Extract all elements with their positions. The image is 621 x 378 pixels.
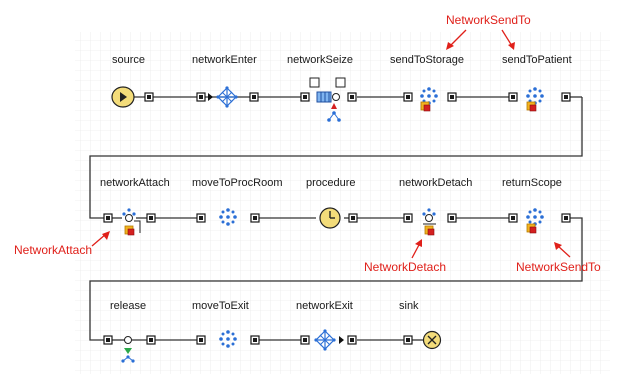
node-networkSeize[interactable]: networkSeize bbox=[287, 54, 357, 122]
annotation-label: NetworkAttach bbox=[14, 243, 92, 257]
node-moveToExit-label: moveToExit bbox=[192, 300, 249, 312]
queue-box-icon bbox=[335, 77, 346, 88]
node-networkExit[interactable]: networkExit bbox=[296, 300, 357, 352]
sink-icon bbox=[422, 330, 442, 350]
node-networkAttach[interactable]: networkAttach bbox=[100, 177, 170, 236]
queue-box-icon bbox=[309, 77, 320, 88]
resource-badge-icon bbox=[424, 225, 435, 236]
detach-icon bbox=[422, 208, 436, 225]
node-release[interactable]: release bbox=[103, 300, 156, 363]
node-sendToPatient-label: sendToPatient bbox=[502, 54, 572, 66]
resource-badge-icon bbox=[526, 223, 537, 234]
node-procedure-label: procedure bbox=[306, 177, 356, 189]
node-release-label: release bbox=[110, 300, 146, 312]
annotation-network-detach: NetworkDetach bbox=[364, 239, 446, 274]
node-returnScope[interactable]: returnScope bbox=[502, 177, 571, 234]
node-moveToProcRoom[interactable]: moveToProcRoom bbox=[192, 177, 282, 226]
annotation-network-send-to-bottom: NetworkSendTo bbox=[516, 242, 601, 274]
play-icon bbox=[111, 86, 135, 108]
node-sink-label: sink bbox=[399, 300, 419, 312]
release-icon bbox=[121, 336, 135, 363]
node-sink[interactable]: sink bbox=[399, 300, 442, 350]
node-moveToProcRoom-label: moveToProcRoom bbox=[192, 177, 282, 189]
node-networkSeize-label: networkSeize bbox=[287, 54, 353, 66]
node-returnScope-label: returnScope bbox=[502, 177, 562, 189]
node-procedure[interactable]: procedure bbox=[306, 177, 358, 229]
seize-queue-icon bbox=[316, 91, 340, 103]
annotation-label: NetworkSendTo bbox=[516, 260, 601, 274]
node-sendToStorage[interactable]: sendToStorage bbox=[390, 54, 464, 112]
node-sendToStorage-label: sendToStorage bbox=[390, 54, 464, 66]
clock-icon bbox=[319, 207, 341, 229]
resource-badge-icon bbox=[526, 101, 537, 112]
node-networkAttach-label: networkAttach bbox=[100, 177, 170, 189]
node-networkExit-label: networkExit bbox=[296, 300, 353, 312]
annotation-network-attach: NetworkAttach bbox=[14, 231, 110, 257]
node-moveToExit[interactable]: moveToExit bbox=[192, 300, 260, 348]
row-2-wires bbox=[89, 217, 583, 341]
node-networkEnter-label: networkEnter bbox=[192, 54, 257, 66]
resource-pool-icon bbox=[327, 103, 341, 122]
node-networkEnter[interactable]: networkEnter bbox=[192, 54, 259, 109]
resource-badge-icon bbox=[420, 101, 431, 112]
annotation-label: NetworkSendTo bbox=[446, 13, 531, 27]
node-networkDetach-label: networkDetach bbox=[399, 177, 472, 189]
annotation-label: NetworkDetach bbox=[364, 260, 446, 274]
node-networkDetach[interactable]: networkDetach bbox=[399, 177, 472, 236]
grid-background bbox=[75, 32, 610, 374]
node-source-label: source bbox=[112, 54, 145, 66]
resource-badge-icon bbox=[124, 225, 135, 236]
node-sendToPatient[interactable]: sendToPatient bbox=[502, 54, 572, 112]
node-source[interactable]: source bbox=[111, 54, 154, 108]
annotation-network-send-to-top: NetworkSendTo bbox=[446, 13, 531, 50]
attach-icon bbox=[122, 208, 141, 233]
